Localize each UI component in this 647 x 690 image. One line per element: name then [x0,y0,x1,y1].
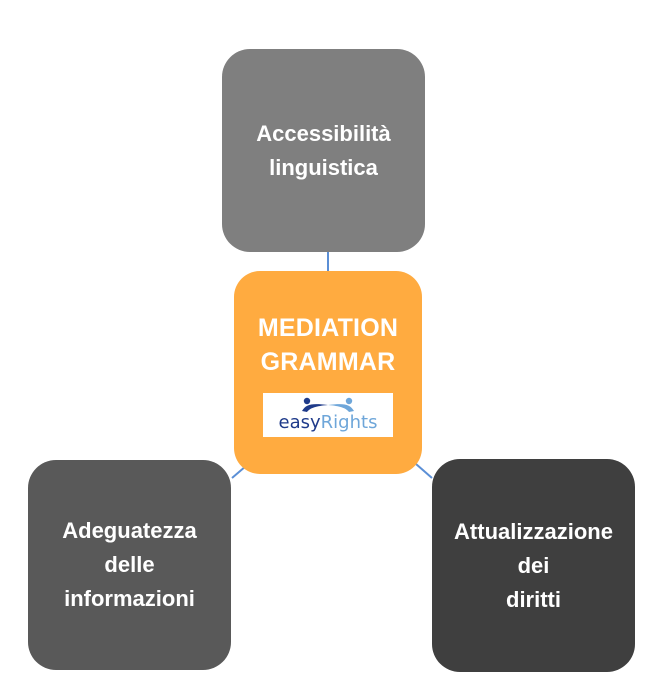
center-title-line: MEDIATION [257,314,399,342]
node-adeguatezza-informazioni: Adeguatezza delle informazioni [28,460,231,670]
node-label-line: Attualizzazione [454,518,613,544]
two-figures-logo-icon [302,397,354,412]
node-label-line: Accessibilità [256,120,391,146]
node-label-line: delle [104,552,155,577]
center-title-line: GRAMMAR [260,348,396,376]
node-label-line: informazioni [64,586,195,611]
node-label-line: dei [517,552,550,578]
node-attualizzazione-diritti: Attualizzazione dei diritti [432,459,635,672]
node-label-line: diritti [506,586,561,612]
connector-right [415,463,433,479]
node-label-line: Adeguatezza [62,518,197,543]
node-mediation-grammar: MEDIATION GRAMMAR easyRights [234,271,422,474]
node-accessibilita-linguistica: Accessibilità linguistica [222,49,425,252]
logo-wordmark: easyRights [279,413,378,433]
logo-wordmark-part1: easy [278,412,321,433]
easyrights-logo: easyRights [263,393,393,437]
node-label-line: linguistica [269,154,378,180]
logo-wordmark-part2: Rights [320,412,378,433]
